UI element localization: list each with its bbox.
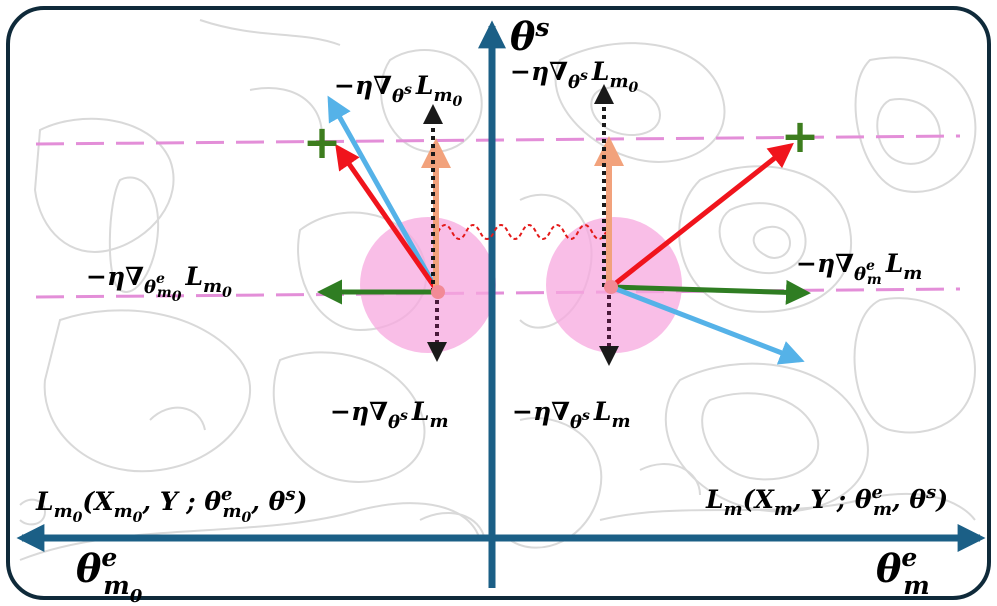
interference-wave <box>437 224 607 240</box>
left-parameter-region <box>360 217 496 353</box>
right-green-arrow <box>610 279 811 305</box>
left-target-cross-icon: + <box>303 115 342 169</box>
left-center-dot <box>431 285 445 299</box>
right-target-cross-icon: + <box>781 109 820 163</box>
left-red-arrow <box>335 143 441 294</box>
left-light-blue-arrow <box>327 95 441 294</box>
diagram-frame <box>6 6 991 600</box>
right-red-arrow <box>609 142 794 289</box>
upper-dashed-line <box>35 134 961 146</box>
shared-axis-label: θs <box>510 13 549 59</box>
right-light-blue-arrow <box>610 284 805 365</box>
right-center-dot <box>604 280 618 294</box>
